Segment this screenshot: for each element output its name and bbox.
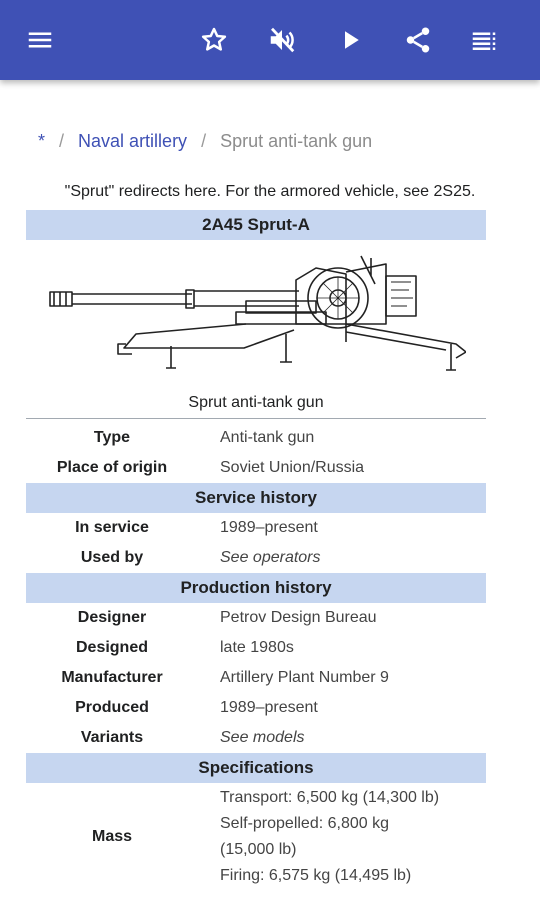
- infobox-row-mass: Mass Transport: 6,500 kg (14,300 lb) Sel…: [26, 783, 486, 889]
- infobox-value[interactable]: Anti-tank gun: [220, 429, 315, 446]
- breadcrumb-separator: /: [201, 130, 207, 151]
- share-icon: [406, 27, 430, 53]
- play-button[interactable]: [328, 18, 372, 62]
- infobox-value-link[interactable]: See operators: [220, 549, 321, 566]
- infobox-label: Produced: [75, 699, 149, 716]
- infobox-row-in-service: In service 1989–present: [26, 513, 486, 543]
- infobox-label: Mass: [91, 828, 133, 845]
- breadcrumb-current: Sprut anti-tank gun: [220, 130, 373, 151]
- infobox-label: Variants: [80, 729, 144, 746]
- mass-line: Firing: 6,575 kg (14,495 lb): [220, 867, 412, 884]
- breadcrumb: * / Naval artillery / Sprut anti-tank gu…: [38, 128, 372, 154]
- infobox-image[interactable]: [26, 240, 486, 390]
- infobox-label: In service: [75, 519, 149, 536]
- share-button[interactable]: [396, 18, 440, 62]
- mass-line: (15,000 lb): [220, 841, 297, 858]
- infobox-label: Type: [93, 429, 131, 446]
- infobox-value: 1989–present: [220, 519, 318, 536]
- breadcrumb-parent-link[interactable]: Naval artillery: [78, 130, 188, 151]
- infobox-value-link[interactable]: See models: [220, 729, 305, 746]
- menu-button[interactable]: [18, 18, 62, 62]
- infobox-caption: Sprut anti-tank gun: [26, 390, 486, 419]
- volume-off-icon: [270, 27, 295, 53]
- infobox-row-used-by: Used by See operators: [26, 543, 486, 573]
- contents-button[interactable]: [462, 18, 506, 62]
- infobox-value[interactable]: Artillery Plant Number 9: [220, 669, 389, 686]
- infobox-label: Designer: [77, 609, 147, 626]
- app-toolbar: [0, 0, 540, 80]
- hatnote: "Sprut" redirects here. For the armored …: [64, 183, 476, 200]
- mass-line: Self-propelled: 6,800 kg: [220, 815, 389, 832]
- infobox-label: Place of origin: [56, 459, 168, 476]
- infobox-row-type: Type Anti-tank gun: [26, 423, 486, 453]
- mute-button[interactable]: [260, 18, 304, 62]
- breadcrumb-separator: /: [59, 130, 65, 151]
- infobox-label: Used by: [80, 549, 144, 566]
- infobox-value[interactable]: Soviet Union/Russia: [220, 459, 365, 476]
- infobox-value: late 1980s: [220, 639, 294, 656]
- infobox-label: Manufacturer: [61, 669, 163, 686]
- infobox-row-designed: Designed late 1980s: [26, 633, 486, 663]
- infobox: 2A45 Sprut-A: [26, 210, 486, 889]
- menu-icon: [28, 32, 52, 48]
- favorite-button[interactable]: [192, 18, 236, 62]
- infobox-row-produced: Produced 1989–present: [26, 693, 486, 723]
- infobox-title: 2A45 Sprut-A: [26, 210, 486, 240]
- mass-line: Transport: 6,500 kg (14,300 lb): [220, 789, 440, 806]
- infobox-value[interactable]: Petrov Design Bureau: [220, 609, 377, 626]
- infobox-row-place-of-origin: Place of origin Soviet Union/Russia: [26, 453, 486, 483]
- section-header-specifications: Specifications: [26, 753, 486, 783]
- play-icon: [345, 31, 359, 49]
- infobox-row-designer: Designer Petrov Design Bureau: [26, 603, 486, 633]
- infobox-value: 1989–present: [220, 699, 318, 716]
- contents-list-icon: [472, 32, 496, 50]
- star-icon: [201, 27, 227, 51]
- breadcrumb-home-link[interactable]: *: [38, 130, 46, 151]
- infobox-value-multiline: Transport: 6,500 kg (14,300 lb) Self-pro…: [198, 785, 486, 889]
- section-header-service-history: Service history: [26, 483, 486, 513]
- infobox-row-manufacturer: Manufacturer Artillery Plant Number 9: [26, 663, 486, 693]
- infobox-row-variants: Variants See models: [26, 723, 486, 753]
- section-header-production-history: Production history: [26, 573, 486, 603]
- anti-tank-gun-illustration: [49, 255, 466, 371]
- infobox-label: Designed: [75, 639, 148, 656]
